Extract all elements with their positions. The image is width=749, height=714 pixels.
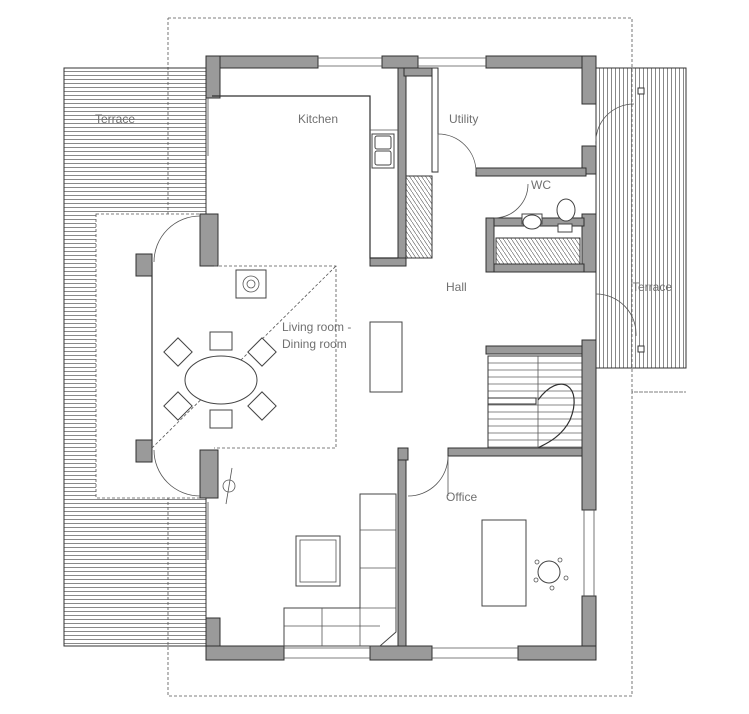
wc-shelving	[495, 237, 581, 265]
label-terrace-west: Terrace	[95, 112, 135, 126]
terrace-west-deck	[63, 67, 207, 647]
living-area	[151, 265, 403, 449]
wc-fixtures	[521, 198, 576, 233]
label-living-line2: Dining room	[282, 337, 347, 351]
label-terrace-east: Terrace	[632, 280, 672, 294]
label-office: Office	[446, 490, 477, 504]
label-hall: Hall	[446, 280, 467, 294]
doors	[153, 103, 637, 505]
label-kitchen: Kitchen	[298, 112, 338, 126]
label-wc: WC	[531, 178, 551, 192]
staircase	[487, 355, 583, 449]
label-living-line1: Living room -	[282, 320, 351, 334]
kitchen-counter	[212, 95, 398, 259]
dining-set	[163, 331, 277, 429]
hall-shelving	[405, 175, 433, 259]
office-furniture	[481, 519, 569, 607]
exterior-walls	[205, 55, 597, 661]
label-utility: Utility	[449, 112, 478, 126]
lounge-furniture	[283, 493, 397, 647]
